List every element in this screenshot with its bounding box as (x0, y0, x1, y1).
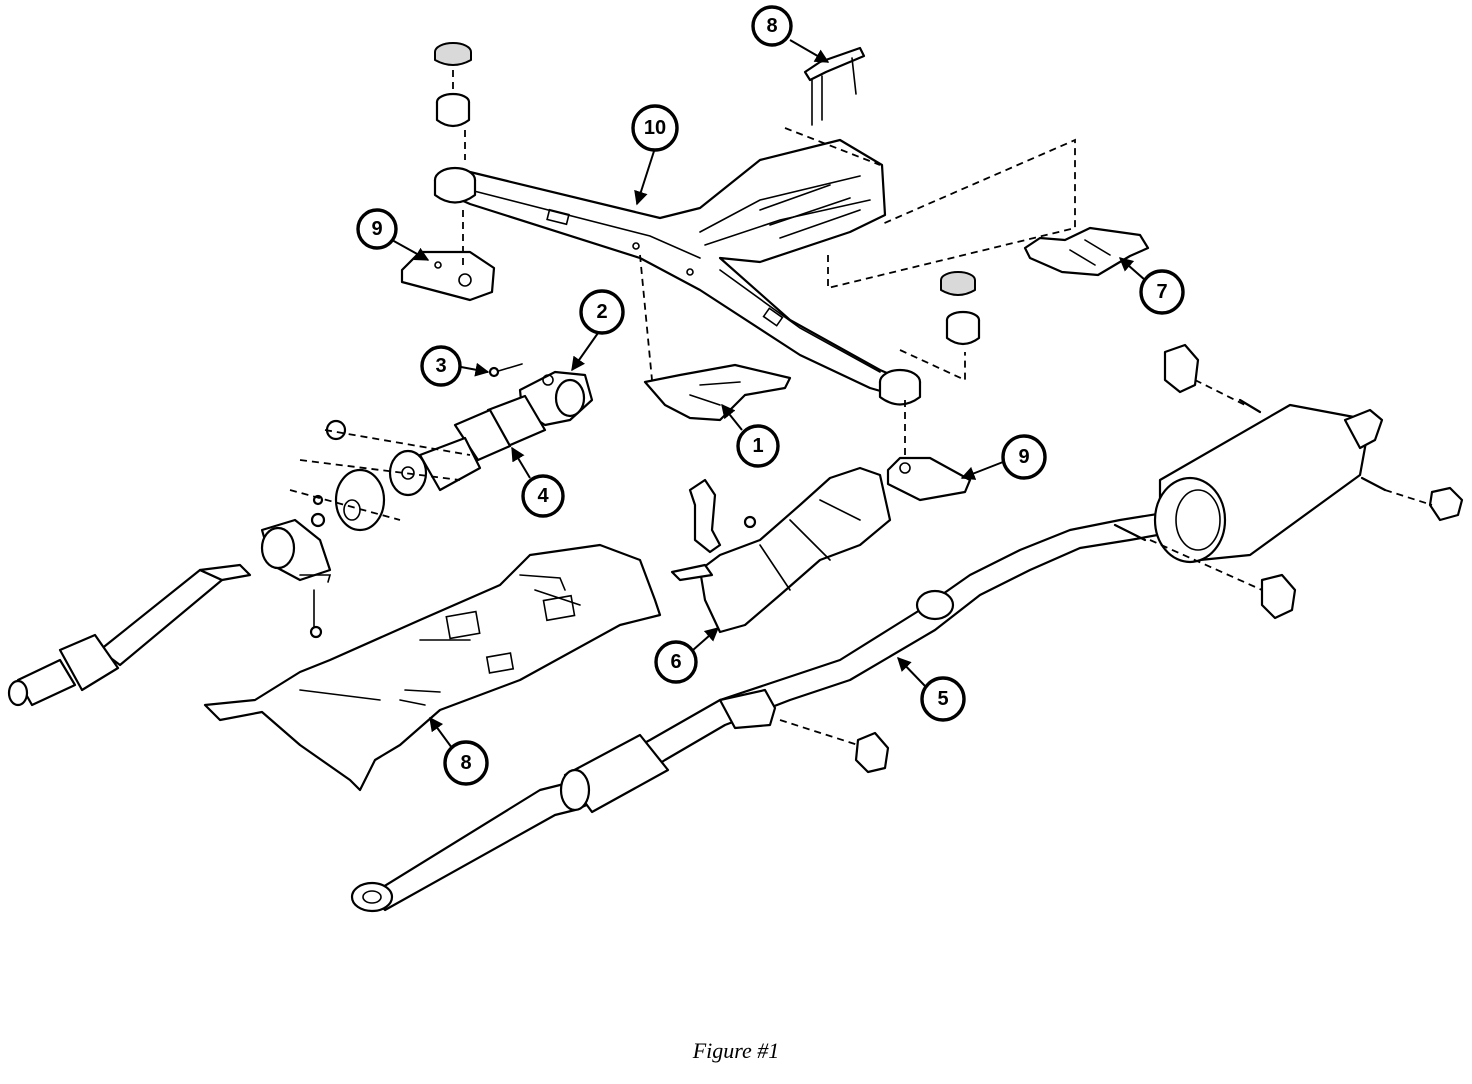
mount-bracket-lower-right (886, 400, 972, 502)
callout-8-lower: 8 (429, 716, 489, 786)
callout-label-4: 4 (537, 485, 549, 507)
callout-5: 5 (897, 656, 966, 722)
callout-1: 1 (721, 403, 780, 468)
rubber-isolators (779, 343, 1464, 774)
bracket-top (784, 46, 881, 166)
callout-label-3: 3 (435, 355, 446, 377)
callout-4: 4 (511, 446, 565, 518)
callout-label-7: 7 (1156, 281, 1167, 303)
callout-6: 6 (654, 627, 720, 684)
mount-bracket-right (827, 138, 1150, 290)
callout-7: 7 (1118, 257, 1185, 315)
exhaust-system (350, 398, 1387, 913)
callout-label-8-top: 8 (766, 15, 777, 37)
callout-8-top: 8 (751, 5, 830, 63)
callout-9-upper: 9 (356, 208, 430, 261)
callout-label-2: 2 (596, 301, 607, 323)
callout-label-10: 10 (644, 117, 666, 139)
callout-3: 3 (420, 345, 490, 387)
crossmember (433, 138, 922, 406)
converter-shield (670, 466, 892, 634)
mount-bracket-upper-left (400, 210, 496, 302)
callout-9-lower: 9 (960, 434, 1047, 480)
callout-label-1: 1 (752, 435, 763, 457)
callout-label-6: 6 (670, 651, 681, 673)
callout-label-5: 5 (937, 688, 948, 710)
callout-label-8-lower: 8 (460, 752, 471, 774)
callout-label-9-lower: 9 (1018, 446, 1029, 468)
callout-2: 2 (571, 289, 625, 372)
figure-caption: Figure #1 (692, 1038, 780, 1063)
heat-shield-small (639, 254, 792, 422)
bushing-upper-left (434, 42, 472, 160)
callout-label-9-upper: 9 (371, 218, 382, 240)
bushing-upper-right (899, 271, 981, 382)
heat-shield-large (203, 543, 662, 792)
callout-10: 10 (631, 104, 679, 206)
driveshaft-assembly (7, 363, 594, 707)
